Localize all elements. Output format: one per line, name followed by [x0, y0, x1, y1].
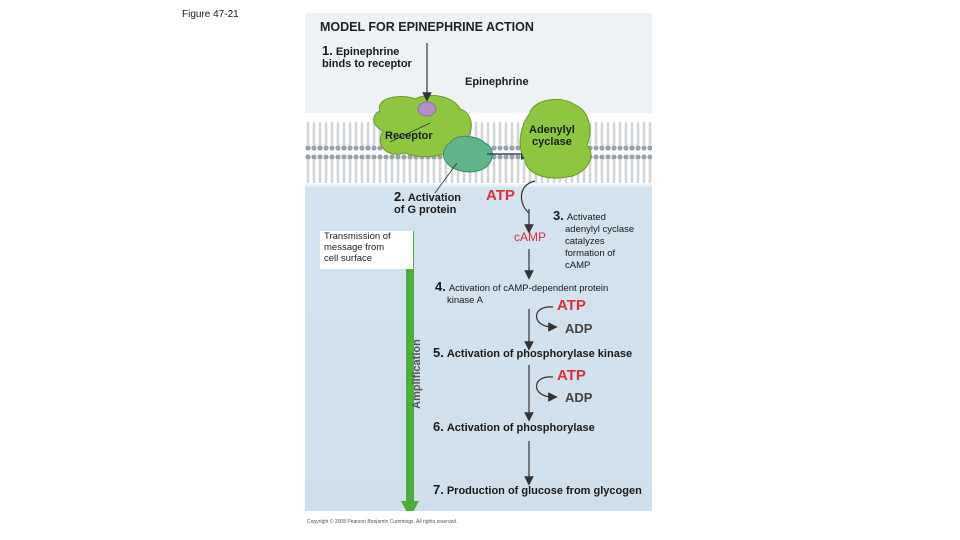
camp-label: cAMP: [514, 230, 547, 244]
transmission-note: Transmission of message from cell surfac…: [320, 231, 413, 269]
atp-label-cycle2: ATP: [557, 367, 586, 384]
adp-label-cycle1: ADP: [565, 321, 593, 336]
epinephrine-label: Epinephrine: [465, 76, 529, 88]
diagram-graphics: [305, 43, 652, 511]
amplification-label: Amplification: [411, 339, 423, 409]
figure-label: Figure 47-21: [182, 9, 239, 20]
step3-label: 3.Activated adenylyl cyclase catalyzes f…: [553, 208, 635, 271]
diagram-title: MODEL FOR EPINEPHRINE ACTION: [320, 20, 534, 34]
g-protein: [442, 135, 533, 173]
step7-label: 7.Production of glucose from glycogen: [433, 482, 642, 497]
diagram-panel: MODEL FOR EPINEPHRINE ACTION 1.Epinephri…: [305, 13, 652, 511]
copyright-notice: Copyright © 2008 Pearson Benjamin Cummin…: [307, 519, 458, 525]
atp-label-top: ATP: [486, 187, 515, 204]
adenylyl-cyclase: [519, 98, 592, 179]
step1-label: 1.Epinephrine binds to receptor: [322, 43, 412, 70]
step4-label: 4.Activation of cAMP-dependent protein k…: [435, 279, 609, 306]
step5-label: 5.Activation of phosphorylase kinase: [433, 345, 633, 360]
receptor-label: Receptor: [385, 130, 433, 142]
step2-label: 2.Activation of G protein: [394, 189, 462, 216]
step6-label: 6.Activation of phosphorylase: [433, 419, 595, 434]
adp-label-cycle2: ADP: [565, 390, 593, 405]
atp-label-cycle1: ATP: [557, 297, 586, 314]
